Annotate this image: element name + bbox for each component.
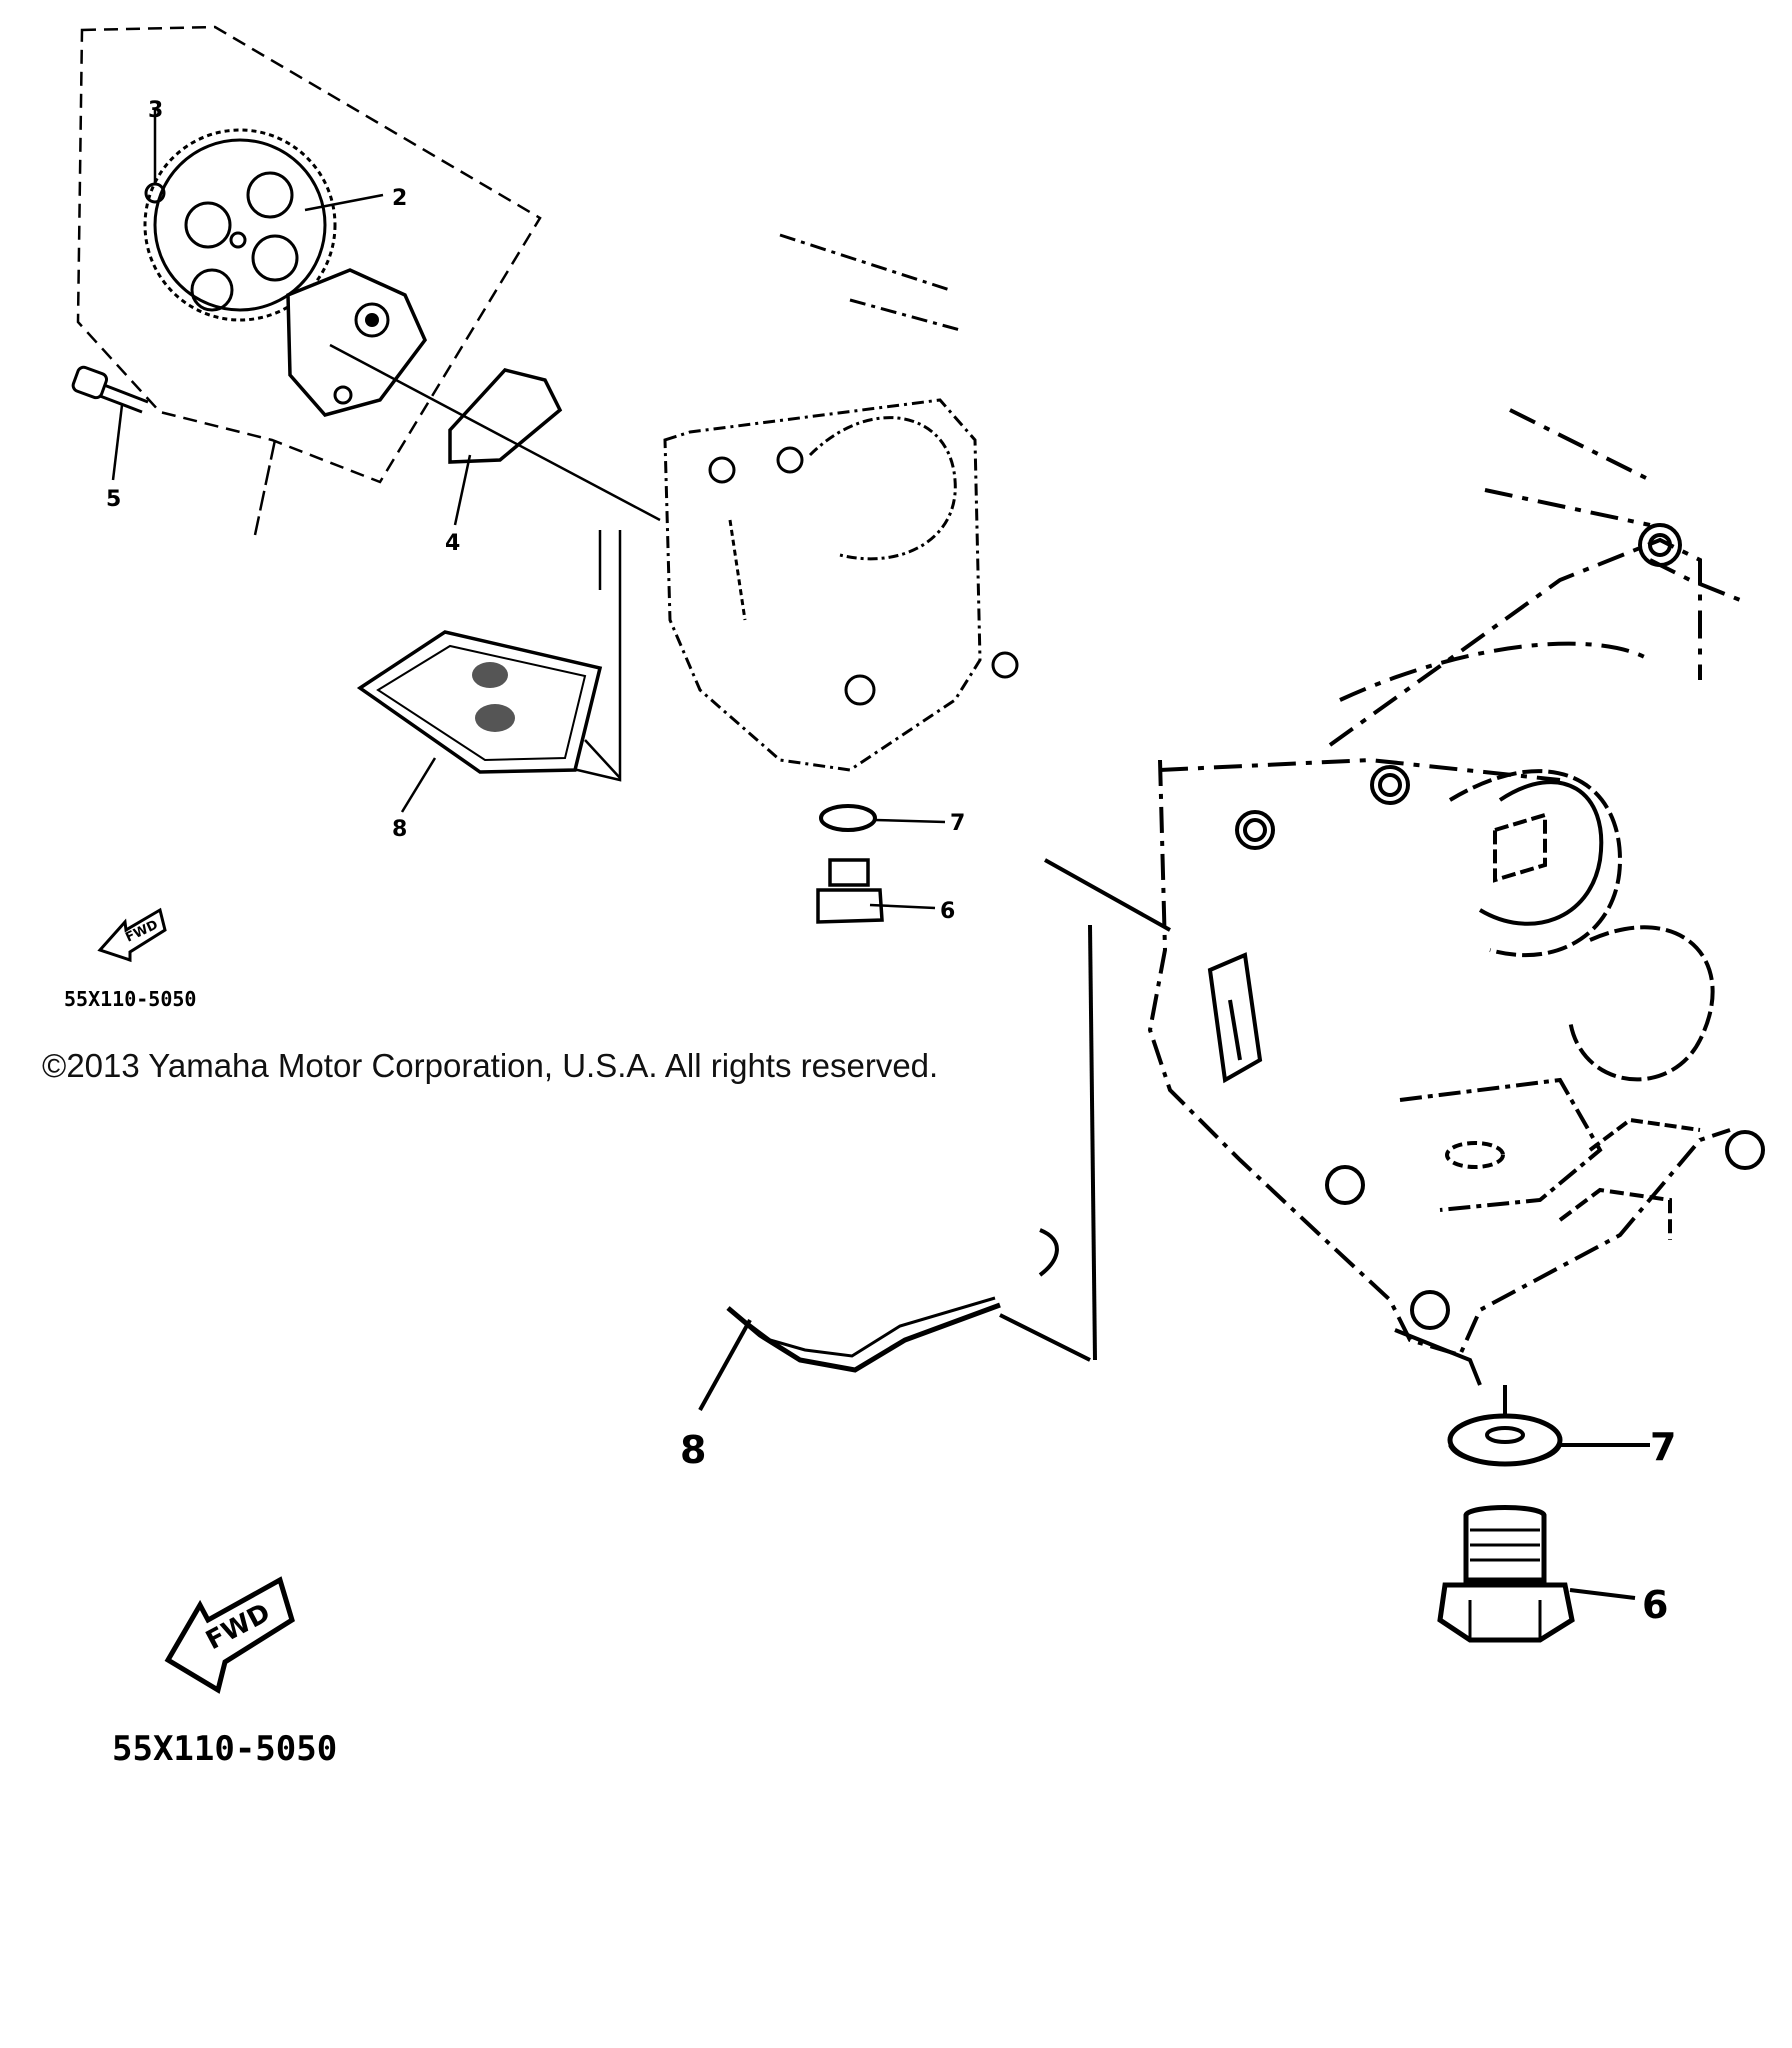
callout-7: 7 [950,811,965,836]
callout-3: 3 [148,98,163,123]
drain-washer-small [819,804,877,832]
callout-8-large: 8 [680,1428,706,1472]
leader-lines-small [111,110,946,910]
oil-pump-body [286,268,428,417]
callout-7-large: 7 [1650,1425,1676,1469]
callout-5: 5 [106,487,121,512]
crankcase-outline [1159,408,1741,782]
drain-bolt [1437,1505,1575,1643]
oil-strainer [356,630,621,779]
oil-pump-gear [143,128,337,322]
oil-strainer-large [698,1296,1001,1411]
leader-lines-large [1560,1443,1650,1600]
bolt [71,365,149,414]
pump-gasket [448,368,563,464]
diagram-code-large: 55X110-5050 [112,1729,337,1769]
callout-4: 4 [445,531,460,556]
diagram-code-small: 55X110-5050 [64,987,196,1011]
copyright-notice: ©2013 Yamaha Motor Corporation, U.S.A. A… [42,1047,939,1084]
fwd-arrow-icon-small: FWD [97,907,167,963]
drain-bolt-small [816,858,884,924]
washer [144,182,166,204]
detail-diagram: 6 7 8 FWD 55X110-5050 [112,408,1765,1769]
crankcase-sketch-small [534,233,1019,782]
fwd-arrow-icon-large: FWD [164,1576,295,1694]
callout-6: 6 [940,899,955,924]
drain-washer [1447,1385,1563,1467]
crankcase-body [1147,523,1765,1386]
thumbnail-diagram: 2 3 4 5 6 7 8 FWD 55X110-5050 [64,25,1019,1011]
strainer-reference-lines [999,858,1171,1362]
callout-2: 2 [392,186,407,211]
callout-6-large: 6 [1642,1583,1668,1627]
dashed-assembly-box [76,25,542,484]
callout-8: 8 [392,817,407,842]
